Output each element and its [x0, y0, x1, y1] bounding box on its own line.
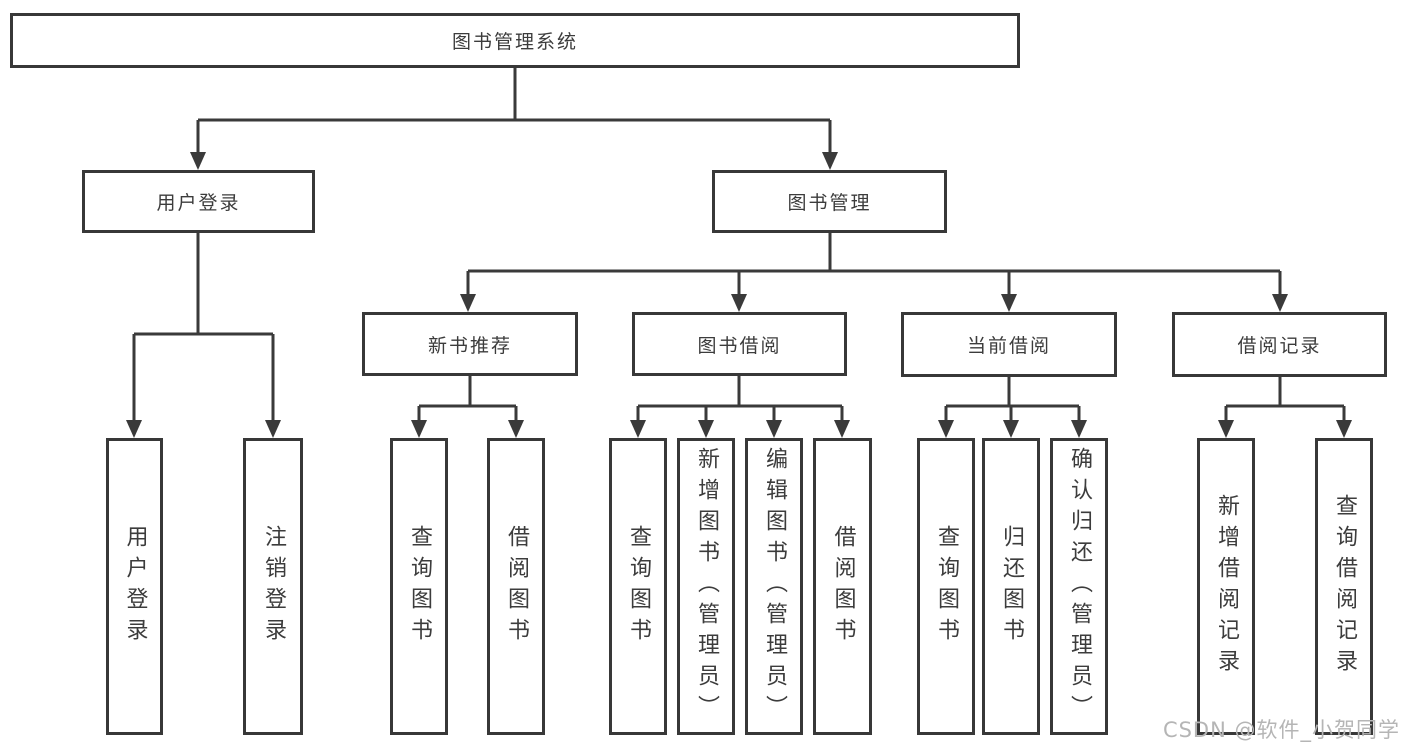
leaf-query-borrow-record: 查询借阅记录	[1315, 438, 1373, 735]
leaf-borrow-books-recommend: 借阅图书	[487, 438, 545, 735]
node-label: 图书借阅	[697, 334, 782, 357]
leaf-query-books-recommend: 查询图书	[390, 438, 448, 735]
node-borrowing-records: 借阅记录	[1172, 312, 1387, 377]
node-label: 借阅图书	[504, 524, 529, 649]
node-label: 查询图书	[626, 524, 651, 649]
node-label: 用户登录	[156, 192, 241, 214]
node-label: 当前借阅	[966, 335, 1051, 357]
node-label: 图书管理	[787, 192, 872, 214]
node-label: 查询图书	[407, 524, 432, 649]
leaf-return-books: 归还图书	[982, 438, 1040, 735]
node-label: 确认归还（管理员）	[1067, 447, 1092, 726]
node-label: 注销登录	[261, 524, 286, 649]
node-label: 新增图书（管理员）	[694, 447, 719, 726]
node-label: 新书推荐	[427, 334, 512, 357]
leaf-edit-books-admin: 编辑图书（管理员）	[745, 438, 803, 735]
leaf-user-login: 用户登录	[106, 438, 163, 735]
leaf-confirm-return-admin: 确认归还（管理员）	[1050, 438, 1108, 735]
node-label: 查询借阅记录	[1332, 493, 1357, 680]
node-label: 借阅图书	[830, 524, 856, 649]
node-book-management: 图书管理	[712, 170, 947, 233]
node-label: 图书管理系统	[451, 31, 578, 53]
node-label: 归还图书	[999, 524, 1024, 649]
csdn-watermark: CSDN @软件_小贺同学	[1162, 718, 1400, 742]
leaf-borrow-books: 借阅图书	[813, 438, 872, 735]
leaf-query-books-borrow: 查询图书	[609, 438, 667, 735]
node-book-borrowing: 图书借阅	[632, 312, 847, 376]
leaf-query-books-current: 查询图书	[917, 438, 975, 735]
node-new-book-recommendation: 新书推荐	[362, 312, 578, 376]
node-label: 用户登录	[122, 524, 148, 649]
leaf-logout: 注销登录	[243, 438, 303, 735]
leaf-add-books-admin: 新增图书（管理员）	[677, 438, 735, 735]
node-user-login: 用户登录	[82, 170, 315, 233]
node-label: 编辑图书（管理员）	[762, 447, 787, 726]
node-label: 借阅记录	[1237, 335, 1322, 357]
node-root-library-system: 图书管理系统	[10, 13, 1020, 68]
leaf-add-borrow-record: 新增借阅记录	[1197, 438, 1255, 735]
node-label: 新增借阅记录	[1214, 493, 1239, 680]
node-current-borrowing: 当前借阅	[901, 312, 1117, 377]
node-label: 查询图书	[934, 524, 959, 649]
